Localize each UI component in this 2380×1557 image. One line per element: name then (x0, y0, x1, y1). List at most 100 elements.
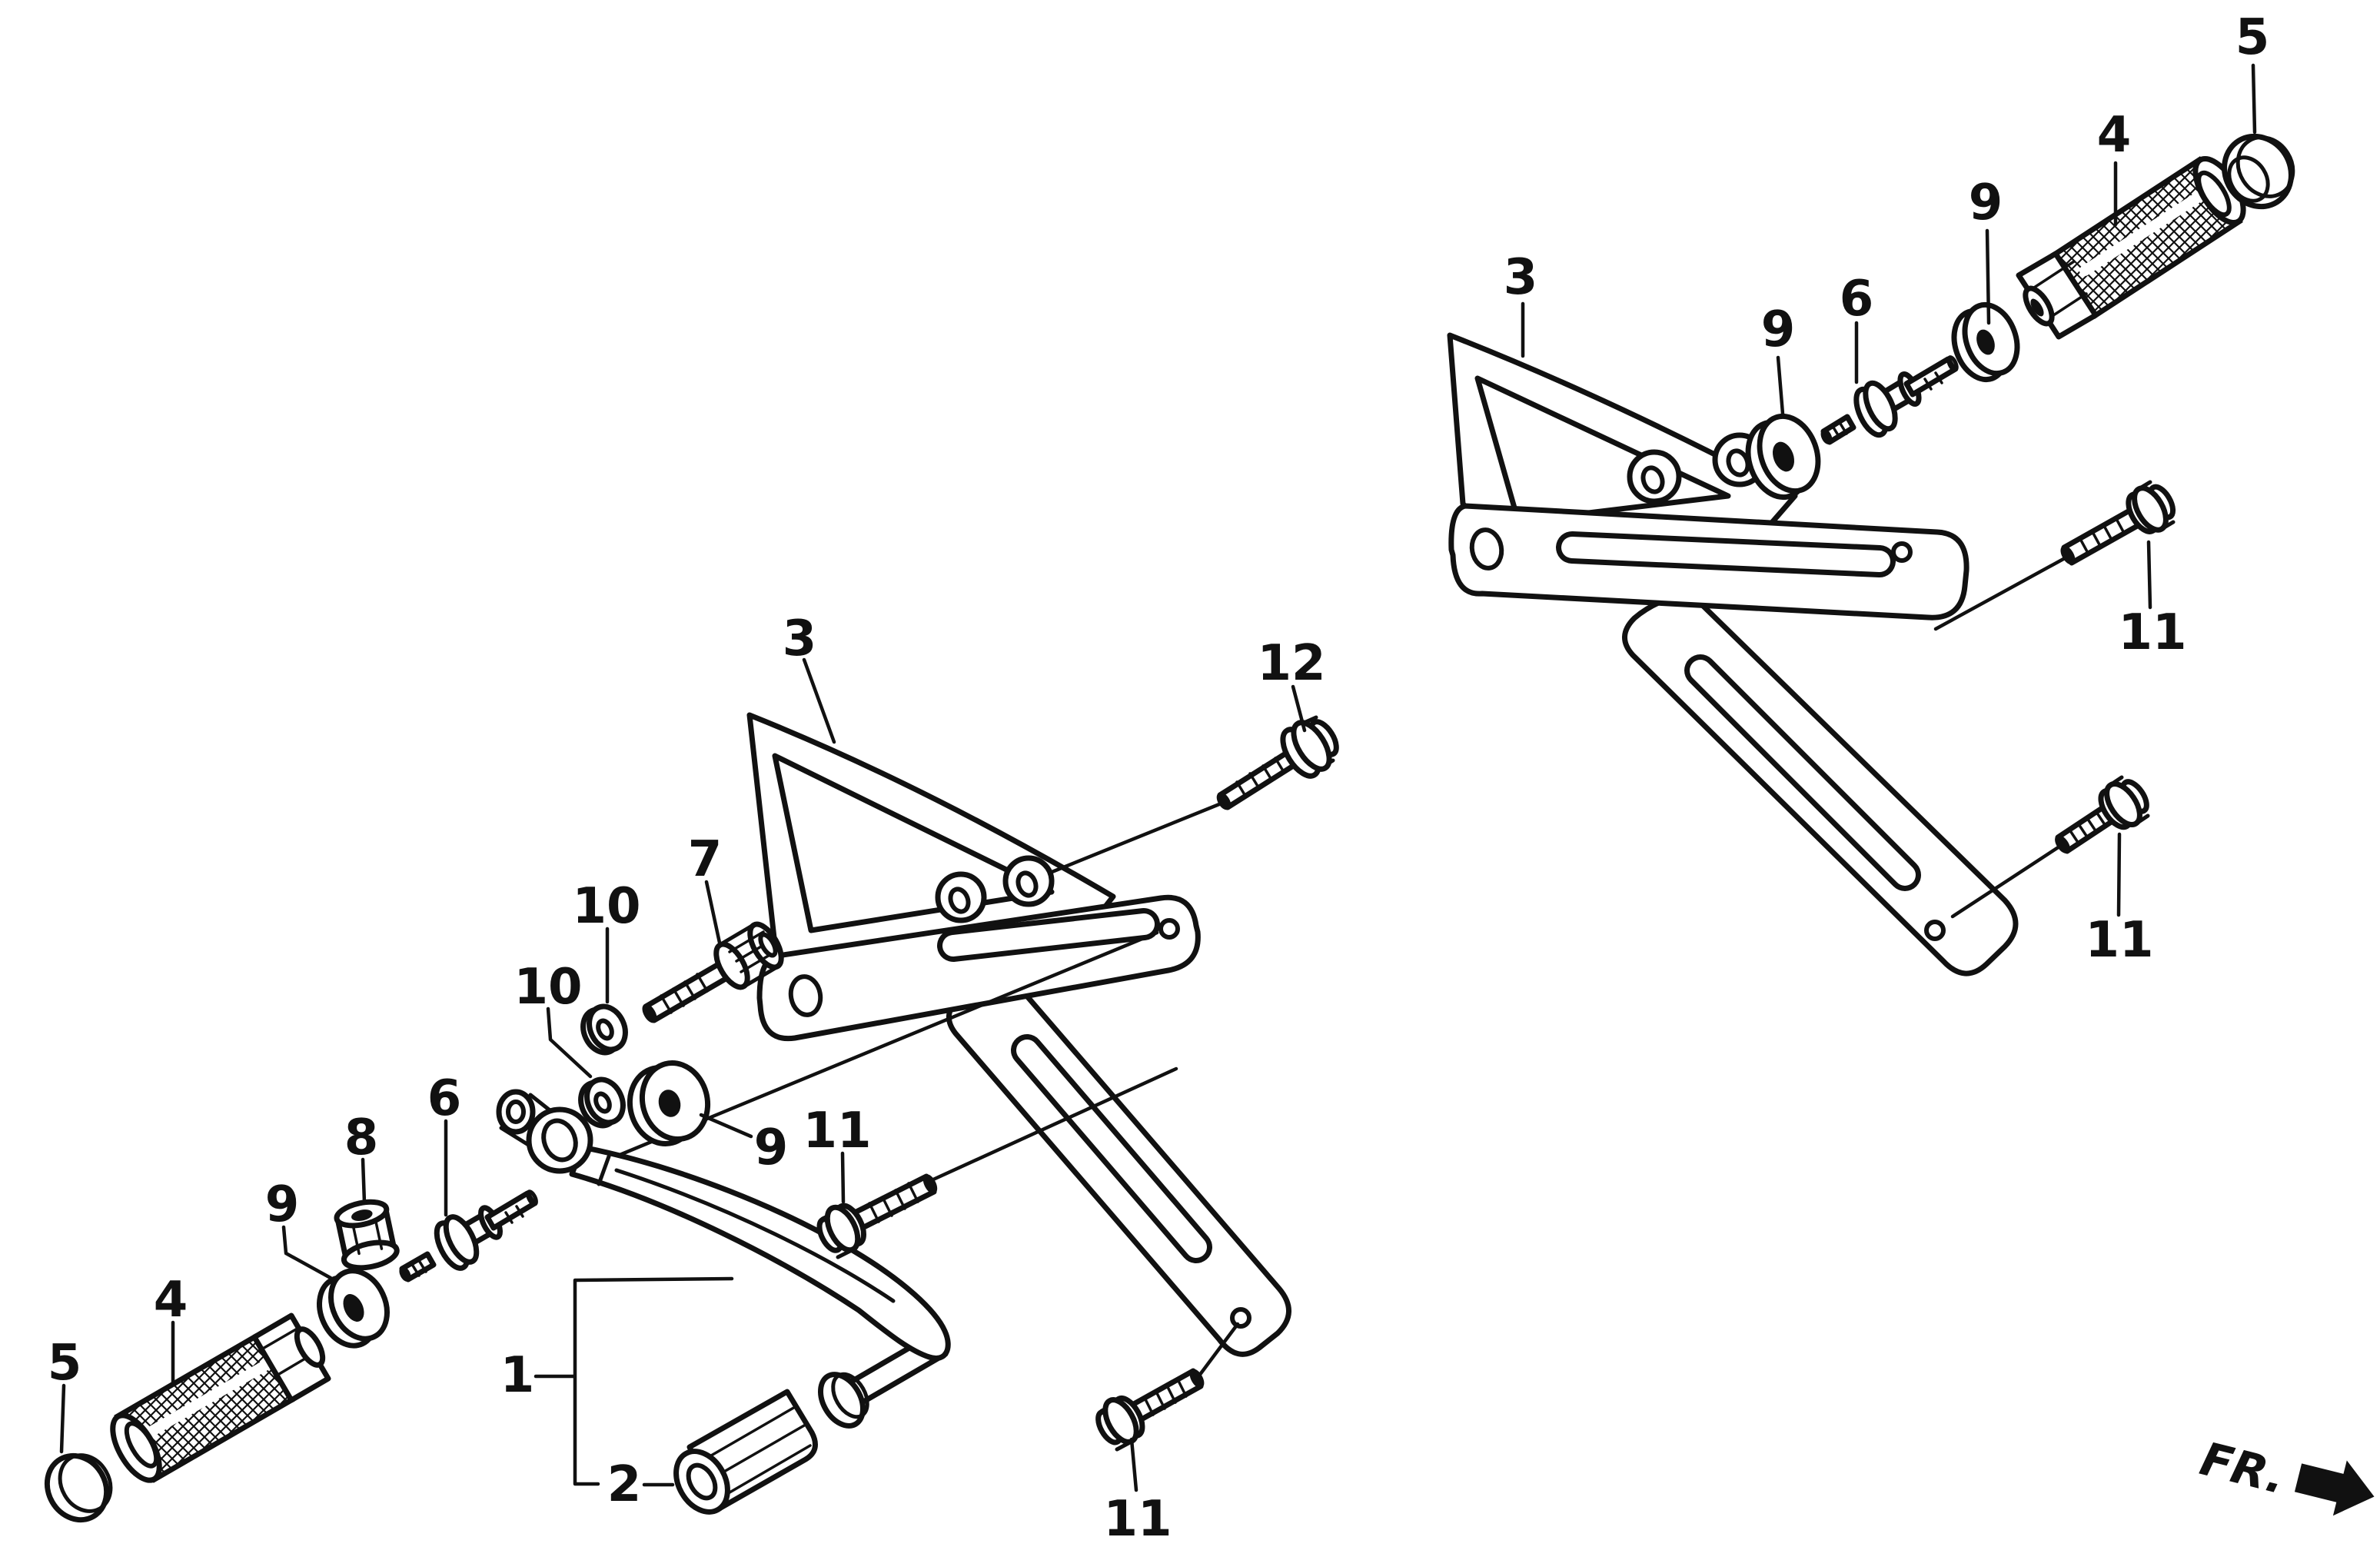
bolt-tip (1216, 792, 1232, 810)
callout-right-washer-inner: 9 (1761, 301, 1796, 358)
bolt-11-bottom-left (1095, 1368, 1205, 1452)
washer-hole (1772, 441, 1795, 472)
callout-pedal-assembly: 1 (500, 1347, 535, 1404)
cap-inner (2227, 155, 2270, 203)
bolt-tip (2055, 834, 2070, 854)
footpeg-hex-face (294, 1326, 326, 1368)
washer-hole (1976, 329, 1995, 355)
callout-right-washer-outer: 9 (1969, 175, 2003, 231)
flange-front (443, 1214, 480, 1265)
left-footrest-assembly: 3 12 7 10 10 6 8 9 4 5 9 11 11 1 2 (44, 610, 1339, 1548)
footpeg-bore (2196, 170, 2232, 218)
leader-right-bolt-upper (1933, 556, 2067, 631)
bolt-head-front (713, 941, 750, 990)
bolt-threads (868, 1182, 919, 1223)
bolt-threads (2068, 810, 2107, 845)
washer-10-lower (578, 1076, 626, 1129)
pedal-eye-hole (506, 1100, 526, 1124)
footpeg-bore (124, 1421, 159, 1469)
callout-left-footpeg: 4 (154, 1272, 188, 1329)
callout-leaders-right (1521, 63, 2257, 917)
leader-right-bolt-lower (1950, 844, 2062, 919)
leader-bolt-11-bottom (1197, 1322, 1240, 1378)
bolt-threads (1143, 1378, 1188, 1416)
footpeg-highlight (2079, 178, 2225, 276)
bracket-left-diagonal-slot (1016, 1040, 1207, 1258)
leader-line (2146, 540, 2152, 610)
washer-hole (658, 1090, 681, 1117)
step-bracket-right (1447, 332, 2019, 976)
bracket-right-slot (1561, 537, 1890, 572)
bolt-flange (2104, 781, 2142, 827)
bracket-left-slot-end-hole (1158, 918, 1180, 940)
callout-pedal-washer-9: 9 (754, 1120, 789, 1176)
step-bracket-left (746, 712, 1291, 1357)
bracket-left-slot (942, 913, 1155, 956)
bolt-tip (2060, 545, 2076, 565)
bolt-tip (922, 1174, 938, 1194)
leader-line (802, 657, 836, 744)
leader-line (1129, 1437, 1138, 1492)
leader-line (59, 1383, 66, 1454)
nut-hole (351, 1209, 373, 1221)
callout-left-washer-10-lower: 10 (514, 959, 582, 1016)
bracket-left-arm-end-hole (1230, 1307, 1251, 1329)
bolt-11-lower-right (2055, 775, 2150, 854)
bolt-threads (1235, 757, 1285, 797)
pedal-pivot-hole (541, 1118, 578, 1163)
callout-left-washer-9: 9 (265, 1176, 300, 1233)
pedal-arm-step (597, 1154, 611, 1186)
callout-left-bolt-11-bottom: 11 (1103, 1491, 1172, 1548)
pedal-rubber (673, 1389, 818, 1515)
callout-right-cap: 5 (2235, 9, 2270, 66)
footpeg-right (2016, 155, 2246, 340)
callout-left-nut: 8 (344, 1110, 379, 1166)
bolt-threads (2078, 516, 2126, 556)
callout-right-bracket: 3 (1504, 249, 1538, 306)
callout-right-footpeg: 4 (2097, 107, 2132, 164)
stud-upper-threads (1923, 371, 1943, 391)
bracket-right-arm-end-hole (1924, 920, 1946, 941)
pedal-pin-head-rim (831, 1372, 869, 1419)
leader-line (1291, 684, 1307, 733)
cap-rim (2235, 135, 2295, 198)
washer-hole (343, 1294, 364, 1322)
assembly-1-bracket (534, 1276, 734, 1487)
pedal-arm-detail (614, 1168, 896, 1303)
bracket-right-slot-end-hole (1891, 541, 1913, 563)
joint-bolt-right (1820, 355, 1959, 445)
bracket-right-left-hole (1469, 527, 1504, 571)
end-cap-right (2222, 133, 2295, 210)
callout-pedal-rubber: 2 (607, 1456, 642, 1513)
footpeg-hex-end (251, 1312, 331, 1403)
fr-arrow-icon (2294, 1460, 2375, 1516)
end-cap-left (44, 1452, 113, 1523)
rubber-spline-bore (686, 1462, 718, 1501)
cap-outer (44, 1452, 110, 1523)
footpeg-left (110, 1312, 331, 1483)
callout-left-bracket: 3 (783, 610, 817, 667)
bracket-left-triangle-cutout (772, 753, 1055, 933)
flange-nut-8 (334, 1199, 400, 1271)
bolt-tip (1189, 1369, 1205, 1389)
stud-lower (1820, 414, 1856, 445)
stud-upper-tip (1946, 355, 1959, 372)
stud-upper-threads (504, 1205, 524, 1224)
bracket-left-ear-2-hole (1015, 870, 1039, 898)
callout-leaders-left (59, 657, 1307, 1492)
bracket-right-diagonal-slot (1690, 660, 1916, 886)
footpeg-highlight (138, 1352, 284, 1442)
bolt-12 (1216, 715, 1339, 810)
leader-line (1985, 228, 1991, 325)
bolt-head-sides (717, 923, 780, 989)
washer-9-pedal (627, 1060, 711, 1147)
leader-line (2251, 63, 2257, 135)
flange-front (1863, 380, 1898, 432)
fr-direction-indicator: FR. (2195, 1432, 2375, 1516)
callout-left-bolt-11-mid: 11 (803, 1103, 871, 1159)
leader-line (699, 1113, 753, 1139)
bracket-left-ear-1-hole (948, 887, 971, 914)
callout-left-joint-bolt: 6 (427, 1070, 462, 1127)
leader-bolt-12 (1048, 802, 1222, 875)
